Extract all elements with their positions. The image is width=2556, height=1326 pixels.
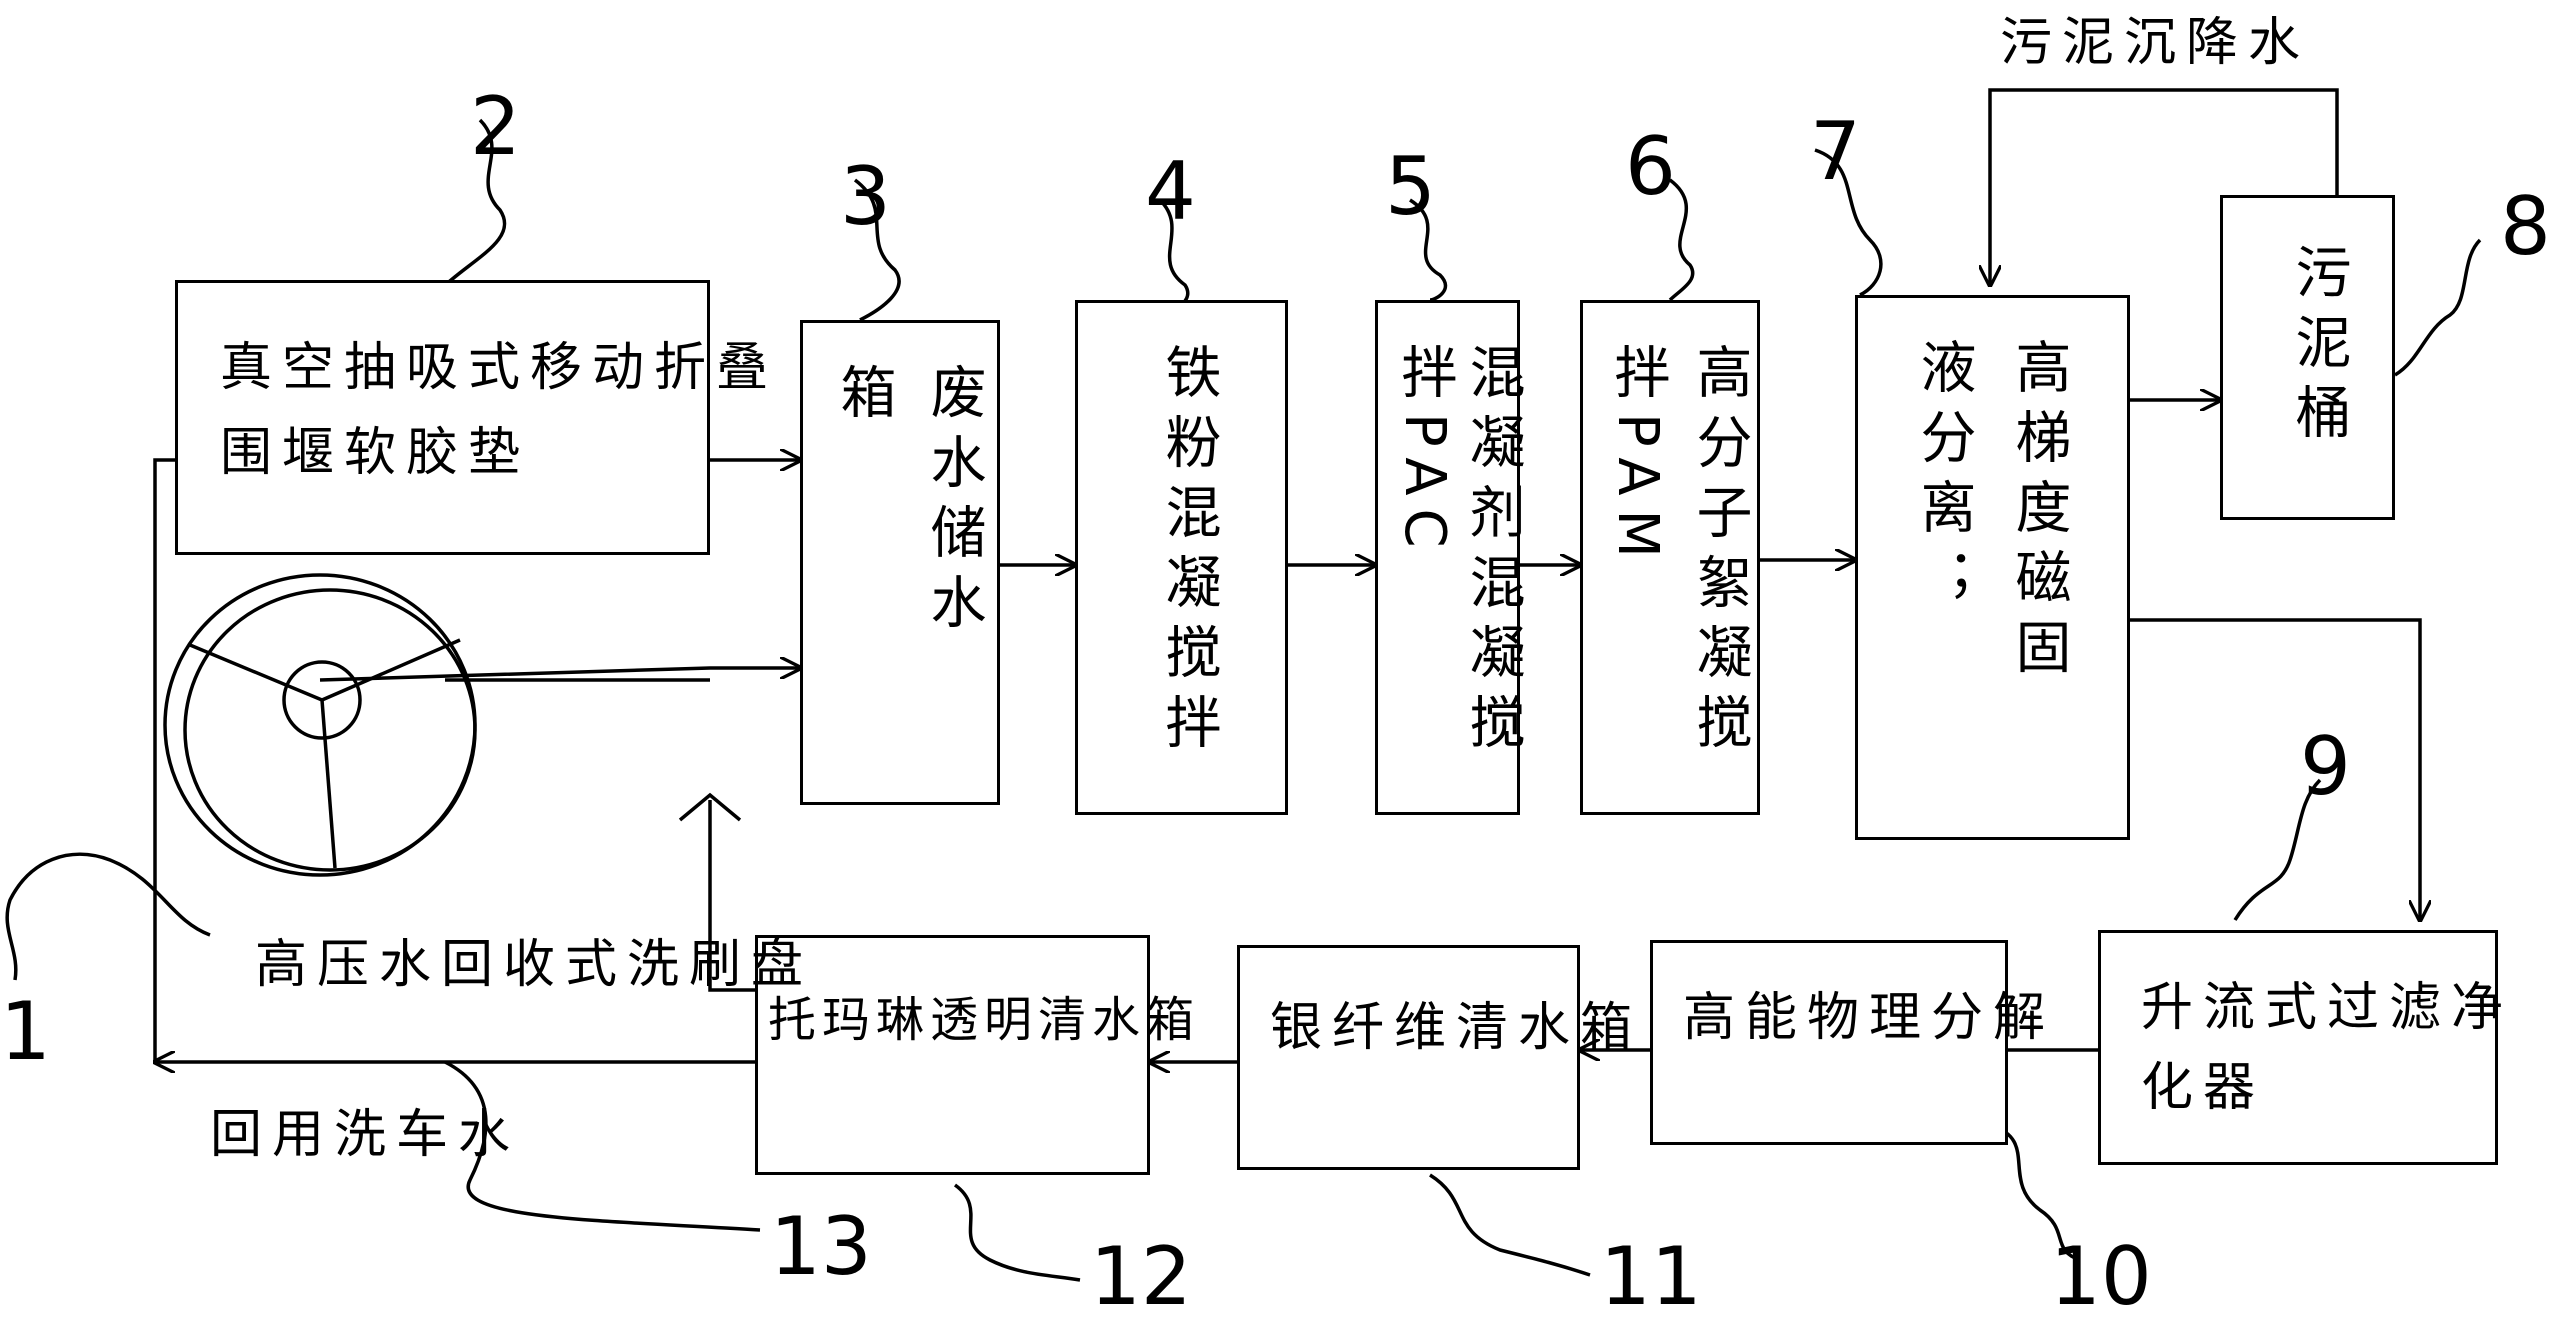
leader-2 bbox=[438, 118, 507, 292]
box6-label-col2: 拌PAM bbox=[1605, 343, 1670, 572]
leader-9 bbox=[2233, 778, 2322, 921]
box7-label-col2: 液分离； bbox=[1911, 338, 1976, 618]
ref-number-4: 4 bbox=[1145, 145, 1196, 238]
wash-wheel-outer bbox=[163, 573, 477, 877]
ref-number-10: 10 bbox=[2050, 1230, 2152, 1323]
ref-number-3: 3 bbox=[840, 150, 891, 243]
box-magnetic-separation: 高梯度磁固 液分离； bbox=[1855, 295, 2130, 840]
ref-number-5: 5 bbox=[1385, 140, 1436, 233]
box-pam-flocculation: 高分子絮凝搅 拌PAM bbox=[1580, 300, 1760, 815]
box-folding-cofferdam-pad: 真空抽吸式移动折叠 围堰软胶垫 bbox=[175, 280, 768, 555]
ref-number-2: 2 bbox=[470, 80, 521, 173]
ref-number-7: 7 bbox=[1810, 105, 1861, 198]
wash-wheel-label: 高压水回收式洗刷盘 bbox=[255, 935, 814, 995]
box10-label: 高能物理分解 bbox=[1683, 988, 2056, 1048]
leader-5 bbox=[1409, 198, 1448, 302]
ref-number-11: 11 bbox=[1600, 1230, 1702, 1323]
box5-label-col2: 拌PAC bbox=[1392, 343, 1457, 562]
box2-label-line1: 真空抽吸式移动折叠 bbox=[220, 338, 779, 398]
box7-label-col1: 高梯度磁固 bbox=[2006, 338, 2071, 688]
ref-number-6: 6 bbox=[1625, 120, 1676, 213]
reuse-loop-line bbox=[153, 458, 175, 1062]
ref-number-8: 8 bbox=[2500, 180, 2551, 273]
box9-label-line1: 升流式过滤净 bbox=[2141, 978, 2514, 1038]
arrow-7-to-9 bbox=[2130, 618, 2420, 920]
leader-12 bbox=[953, 1183, 1081, 1282]
box9-label-line2: 化器 bbox=[2141, 1058, 2266, 1118]
box4-label: 铁粉混凝搅拌 bbox=[1156, 343, 1221, 763]
box-high-energy-decomposition: 高能物理分解 bbox=[1650, 940, 2045, 1145]
leader-6 bbox=[1668, 178, 1695, 302]
box-sludge-bucket: 污泥桶 bbox=[2220, 195, 2395, 520]
leader-13 bbox=[444, 1060, 761, 1232]
wash-wheel-inner bbox=[183, 588, 477, 872]
leader-11 bbox=[1429, 1173, 1591, 1277]
ref-number-9: 9 bbox=[2300, 720, 2351, 813]
box5-label-col1: 混凝剂混凝搅 bbox=[1460, 343, 1525, 763]
wash-wheel-hub bbox=[282, 660, 362, 740]
box-silver-fiber-tank: 银纤维清水箱 bbox=[1237, 945, 1632, 1170]
box6-label-col1: 高分子絮凝搅 bbox=[1687, 343, 1752, 763]
ref-number-13: 13 bbox=[770, 1200, 872, 1293]
box-pac-coagulation: 混凝剂混凝搅 拌PAC bbox=[1375, 300, 1525, 815]
ref-number-12: 12 bbox=[1090, 1230, 1192, 1323]
box12-label: 托玛琳透明清水箱 bbox=[768, 992, 1201, 1048]
leader-7 bbox=[1814, 148, 1883, 297]
box-iron-powder-coagulation: 铁粉混凝搅拌 bbox=[1075, 300, 1288, 815]
feed-to-wheel-line bbox=[708, 800, 755, 992]
box3-label-col1: 废水储水 bbox=[921, 363, 986, 643]
leader-3 bbox=[853, 178, 901, 322]
box11-label: 银纤维清水箱 bbox=[1270, 998, 1643, 1058]
leader-1 bbox=[5, 852, 211, 981]
leader-8 bbox=[2394, 238, 2482, 377]
box-tourmaline-tank: 托玛琳透明清水箱 bbox=[755, 935, 1194, 1175]
box8-label: 污泥桶 bbox=[2286, 243, 2351, 453]
reuse-water-label: 回用洗车水 bbox=[210, 1105, 521, 1165]
feed-arrowhead bbox=[678, 792, 742, 822]
sludge-return-line bbox=[1990, 88, 2339, 285]
box-wastewater-tank: 废水储水 箱 bbox=[800, 320, 1000, 805]
box-upflow-filter: 升流式过滤净 化器 bbox=[2098, 930, 2503, 1165]
leader-10 bbox=[1989, 1123, 2081, 1262]
wheel-to-box3 bbox=[319, 668, 800, 682]
ref-number-1: 1 bbox=[0, 985, 51, 1078]
box3-label-col2: 箱 bbox=[831, 363, 896, 433]
box2-label-line2: 围堰软胶垫 bbox=[220, 423, 531, 483]
sludge-water-label: 污泥沉降水 bbox=[2000, 13, 2311, 73]
